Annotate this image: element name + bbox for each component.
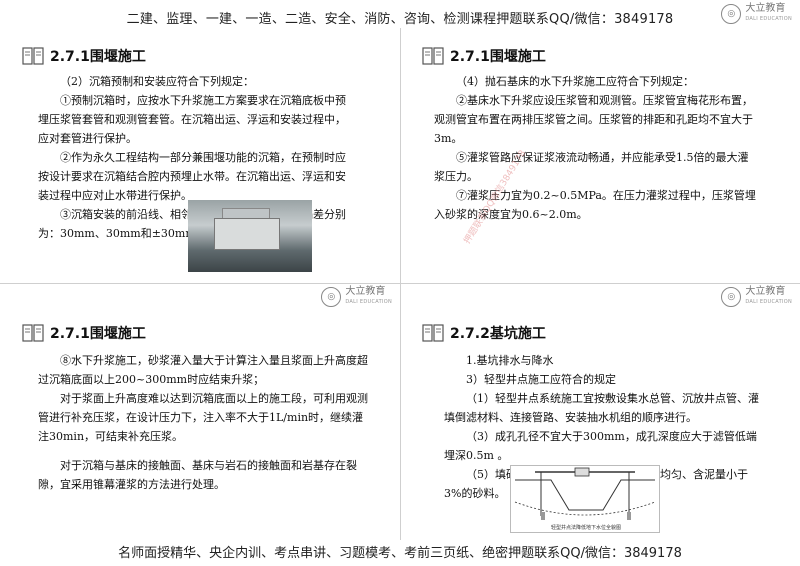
paragraph: （1）轻型井点系统施工宜按敷设集水总管、沉放井点管、灌填倒滤材料、连接管路、安装…: [444, 392, 759, 424]
slide-body: （4）抛石基床的水下升浆施工应符合下列规定： ②基床水下升浆应设压浆管和观测管。…: [434, 72, 756, 224]
page-header: 二建、监理、一建、一造、二造、安全、消防、咨询、检测课程押题联系QQ/微信：38…: [0, 0, 800, 30]
logo-name: 大立教育: [345, 286, 386, 297]
diagram-caption: 轻型井点法降低地下水位全貌图: [551, 525, 622, 531]
photo-caisson: [214, 218, 280, 250]
paragraph: ②基床水下升浆应设压浆管和观测管。压浆管宜梅花形布置，观测管宜布置在两排压浆管之…: [434, 94, 753, 145]
book-icon: [422, 323, 444, 343]
slide-title-row: 2.7.1围堰施工: [22, 46, 146, 66]
well-point-diagram: 轻型井点法降低地下水位全貌图: [510, 465, 660, 533]
slide-panel-3: ◎ 大立教育 DALI EDUCATION 2.7.1围堰施工 ⑧水下升浆施工，砂…: [0, 283, 400, 538]
paragraph: ①预制沉箱时，应按水下升浆施工方案要求在沉箱底板中预埋压浆管套管和观测管套管。在…: [38, 94, 346, 145]
paragraph: ⑤灌浆管路应保证浆液流动畅通，并应能承受1.5倍的最大灌浆压力。: [434, 151, 749, 183]
logo-sub: DALI EDUCATION: [345, 299, 392, 305]
paragraph: 对于沉箱与基床的接触面、基床与岩石的接触面和岩基存在裂隙，宜采用锥幕灌浆的方法进…: [38, 459, 357, 491]
vertical-divider: [400, 28, 401, 540]
book-icon: [422, 46, 444, 66]
paragraph: （3）成孔孔径不宜大于300mm，成孔深度应大于滤管低端埋深0.5m 。: [444, 430, 757, 462]
paragraph: 3）轻型井点施工应符合的规定: [466, 373, 616, 386]
slide-title: 2.7.1围堰施工: [50, 326, 146, 342]
caisson-photo: [188, 200, 312, 272]
logo-name: 大立教育: [745, 3, 786, 14]
paragraph: ⑧水下升浆施工，砂浆灌入量大于计算注入量且浆面上升高度超过沉箱底面以上200~3…: [38, 354, 368, 386]
paragraph: （4）抛石基床的水下升浆施工应符合下列规定：: [456, 75, 694, 88]
horizontal-divider: [0, 283, 800, 284]
paragraph: ⑦灌浆压力宜为0.2~0.5MPa。在压力灌浆过程中，压浆管埋入砂浆的深度宜为0…: [434, 189, 756, 221]
slide-panel-1: 2.7.1围堰施工 （2）沉箱预制和安装应符合下列规定： ①预制沉箱时，应按水下…: [0, 28, 400, 283]
slide-title-row: 2.7.1围堰施工: [22, 323, 146, 343]
logo-emblem-icon: ◎: [321, 287, 342, 307]
slide-title: 2.7.1围堰施工: [450, 49, 546, 65]
slide-body: ⑧水下升浆施工，砂浆灌入量大于计算注入量且浆面上升高度超过沉箱底面以上200~3…: [38, 351, 368, 494]
brand-logo: ◎ 大立教育 DALI EDUCATION: [721, 287, 792, 307]
header-contact-text: 二建、监理、一建、一造、二造、安全、消防、咨询、检测课程押题联系QQ/微信：38…: [126, 12, 674, 27]
paragraph: 1.基坑排水与降水: [466, 354, 554, 367]
slide-title: 2.7.2基坑施工: [450, 326, 546, 342]
logo-name: 大立教育: [745, 286, 786, 297]
logo-sub: DALI EDUCATION: [745, 299, 792, 305]
well-point-diagram-drawing: [514, 467, 656, 520]
slide-panel-4: ◎ 大立教育 DALI EDUCATION 2.7.2基坑施工 1.基坑排水与降水…: [400, 283, 800, 538]
paragraph: ②作为永久工程结构一部分兼围堰功能的沉箱，在预制时应按设计要求在沉箱结合腔内预埋…: [38, 151, 346, 202]
slide-title-row: 2.7.1围堰施工: [422, 46, 546, 66]
slide-panel-2: ◎ 大立教育 DALI EDUCATION 2.7.1围堰施工 （4）抛石基床的水…: [400, 4, 800, 283]
page-footer: 名师面授精华、央企内训、考点串讲、习题模考、考前三页纸、绝密押题联系QQ/微信：…: [0, 538, 800, 566]
slide-title: 2.7.1围堰施工: [50, 49, 146, 65]
book-icon: [22, 323, 44, 343]
book-icon: [22, 46, 44, 66]
footer-contact-text: 名师面授精华、央企内训、考点串讲、习题模考、考前三页纸、绝密押题联系QQ/微信：…: [118, 546, 682, 561]
paragraph: （2）沉箱预制和安装应符合下列规定：: [60, 75, 254, 88]
brand-logo: ◎ 大立教育 DALI EDUCATION: [721, 4, 792, 24]
paragraph: 对于浆面上升高度难以达到沉箱底面以上的施工段，可利用观测管进行补充压浆，在设计压…: [38, 392, 368, 443]
logo-emblem-icon: ◎: [721, 287, 742, 307]
logo-sub: DALI EDUCATION: [745, 16, 792, 22]
brand-logo: ◎ 大立教育 DALI EDUCATION: [321, 287, 392, 307]
slide-title-row: 2.7.2基坑施工: [422, 323, 546, 343]
logo-emblem-icon: ◎: [721, 4, 742, 24]
